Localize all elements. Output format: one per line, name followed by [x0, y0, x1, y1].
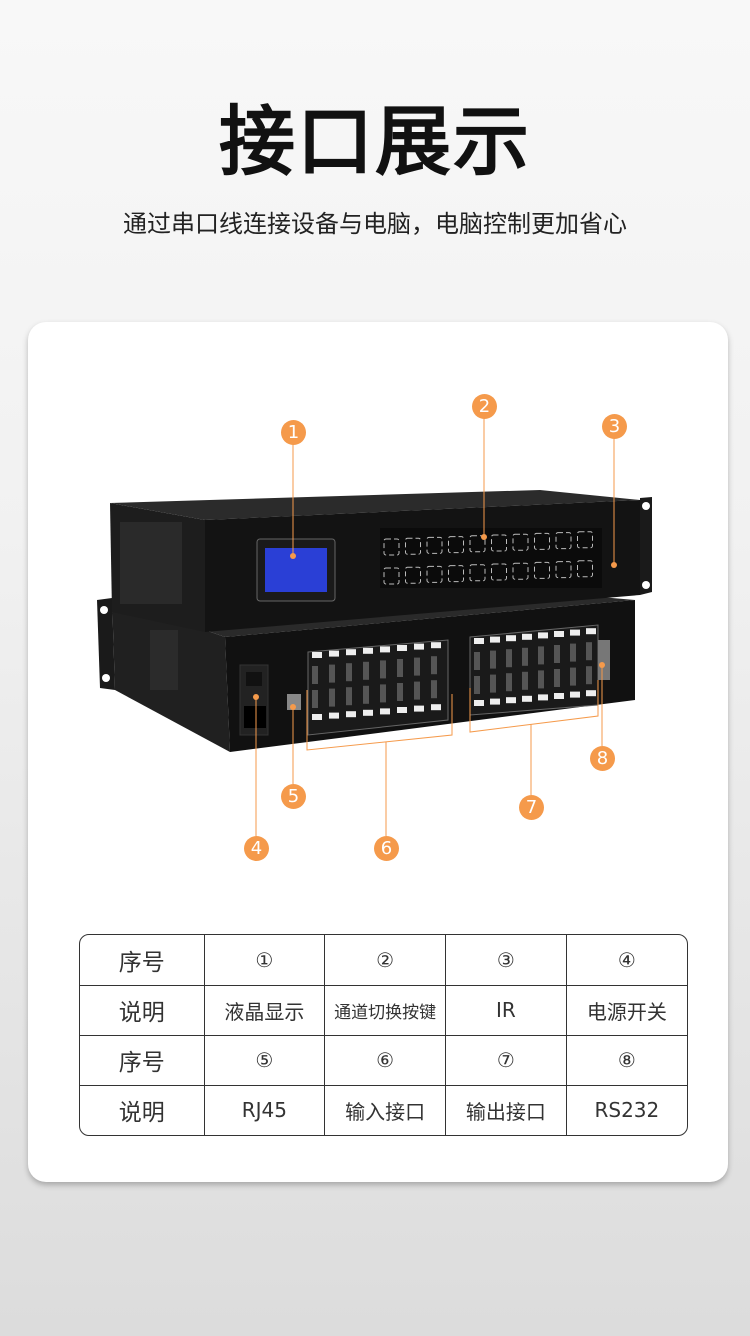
- callout-3: 3: [602, 414, 627, 439]
- table-cell: 输入接口: [324, 1084, 446, 1135]
- table-row: 序号 ① ② ③ ④: [80, 935, 687, 986]
- callout-5: 5: [281, 784, 306, 809]
- row-header: 说明: [80, 1084, 205, 1135]
- table-cell: ②: [324, 935, 446, 986]
- callout-8: 8: [590, 746, 615, 771]
- table-cell: ⑦: [445, 1034, 567, 1086]
- row-header: 序号: [80, 935, 205, 986]
- table-cell: IR: [445, 984, 567, 1036]
- row-header: 序号: [80, 1034, 205, 1086]
- table-row: 序号 ⑤ ⑥ ⑦ ⑧: [80, 1034, 687, 1086]
- table-row: 说明 RJ45 输入接口 输出接口 RS232: [80, 1084, 687, 1135]
- page-title: 接口展示: [219, 97, 531, 186]
- table-cell: ⑧: [565, 1034, 687, 1086]
- table-cell: ①: [203, 935, 326, 986]
- table-cell: 通道切换按键: [324, 984, 446, 1036]
- table-cell: 电源开关: [565, 984, 687, 1036]
- table-cell: RJ45: [203, 1084, 326, 1135]
- callout-6: 6: [374, 836, 399, 861]
- table-cell: RS232: [565, 1084, 687, 1135]
- table-cell: 输出接口: [445, 1084, 567, 1135]
- callout-1: 1: [281, 420, 306, 445]
- table-row: 说明 液晶显示 通道切换按键 IR 电源开关: [80, 984, 687, 1036]
- page-subtitle: 通过串口线连接设备与电脑，电脑控制更加省心: [123, 210, 627, 238]
- table-cell: ④: [565, 935, 687, 986]
- table-cell: 液晶显示: [203, 984, 326, 1036]
- row-header: 说明: [80, 984, 205, 1036]
- callout-2: 2: [472, 394, 497, 419]
- callout-7: 7: [519, 795, 544, 820]
- spec-table: 序号 ① ② ③ ④ 说明 液晶显示 通道切换按键 IR 电源开关 序号 ⑤ ⑥…: [79, 934, 688, 1136]
- table-cell: ⑤: [203, 1034, 326, 1086]
- table-cell: ⑥: [324, 1034, 446, 1086]
- table-cell: ③: [445, 935, 567, 986]
- callout-4: 4: [244, 836, 269, 861]
